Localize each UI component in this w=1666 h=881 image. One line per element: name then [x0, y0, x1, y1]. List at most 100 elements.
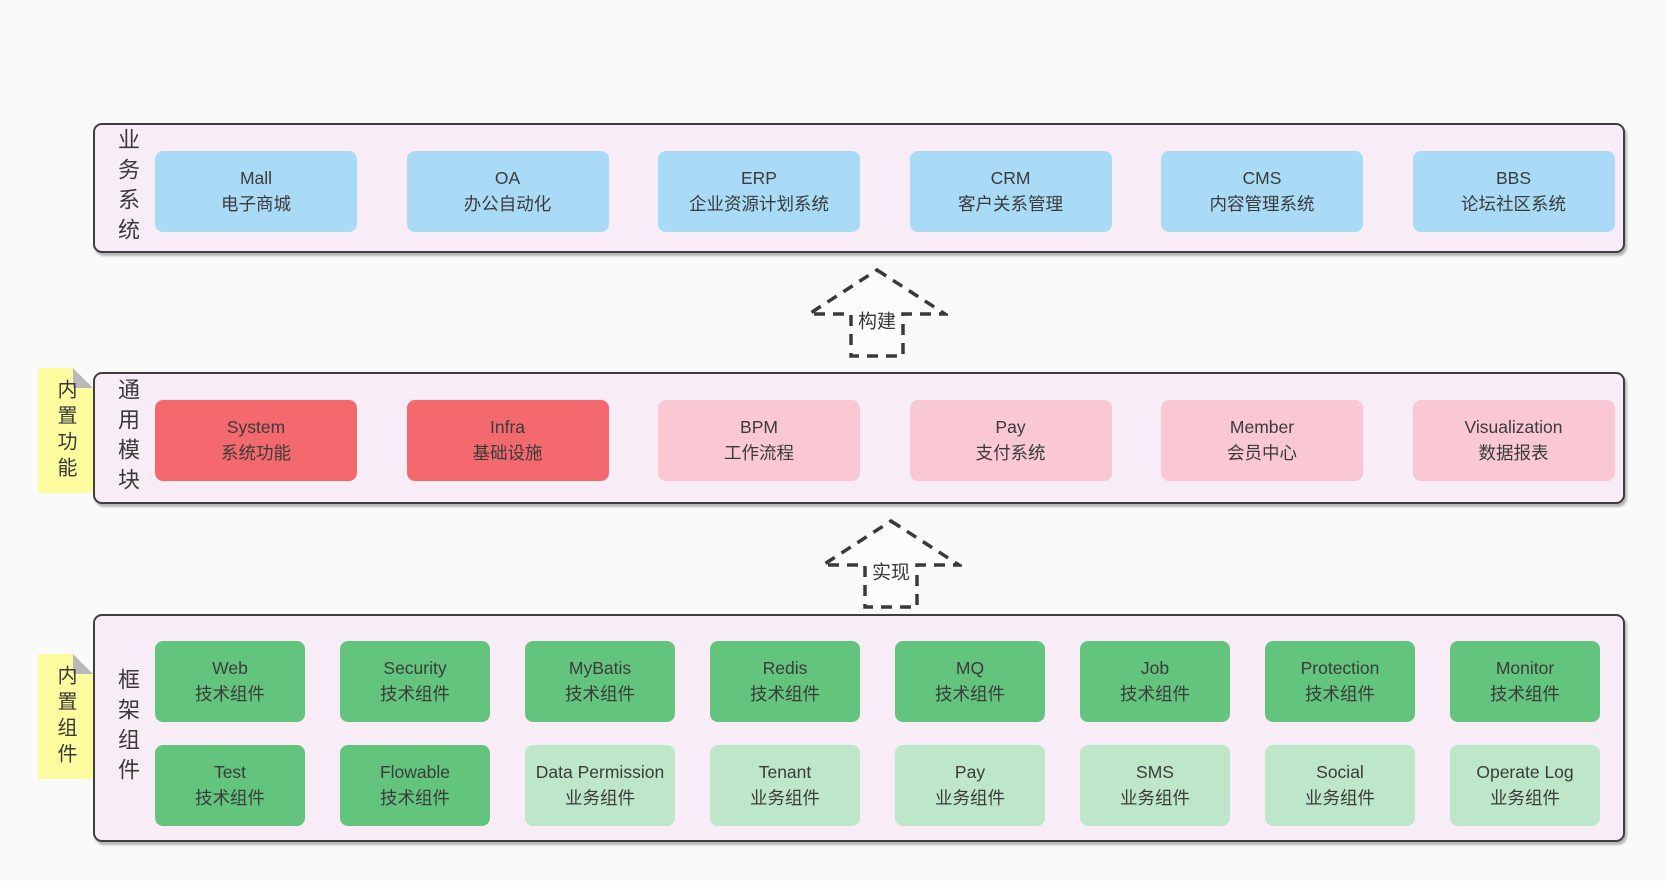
box-subtitle: 技术组件: [750, 683, 820, 704]
sticky-note-built-in-features: 内置功能: [38, 368, 93, 493]
box-subtitle: 技术组件: [565, 683, 635, 704]
box-member: Member 会员中心: [1161, 400, 1363, 481]
box-subtitle: 办公自动化: [463, 193, 552, 214]
box-title: Pay: [995, 417, 1026, 438]
box-sms: SMS 业务组件: [1080, 745, 1230, 826]
sticky-note-built-in-components: 内置组件: [38, 654, 93, 779]
note-label: 内置功能: [54, 378, 76, 483]
box-title: BPM: [740, 417, 778, 438]
box-subtitle: 业务组件: [750, 787, 820, 808]
box-subtitle: 技术组件: [935, 683, 1005, 704]
box-crm: CRM 客户关系管理: [909, 151, 1112, 232]
arrow-label: 实现: [868, 557, 914, 585]
box-cms: CMS 内容管理系统: [1161, 151, 1363, 232]
modules-box-row: System 系统功能 Infra 基础设施 BPM 工作流程 Pay 支付系统…: [155, 400, 1615, 481]
box-title: Data Permission: [535, 762, 665, 783]
box-security: Security 技术组件: [340, 641, 490, 722]
box-subtitle: 业务组件: [1120, 787, 1190, 808]
box-subtitle: 电子商城: [221, 193, 291, 214]
box-title: Security: [383, 658, 447, 679]
box-title: Social: [1316, 762, 1364, 783]
section-common-modules: 通用模块 System 系统功能 Infra 基础设施 BPM 工作流程 Pay…: [93, 372, 1625, 504]
box-subtitle: 基础设施: [472, 442, 543, 463]
box-title: SMS: [1136, 762, 1174, 783]
box-subtitle: 技术组件: [195, 787, 265, 808]
box-subtitle: 客户关系管理: [958, 193, 1063, 214]
box-flowable: Flowable 技术组件: [340, 745, 490, 826]
box-subtitle: 技术组件: [380, 787, 450, 808]
business-box-row: Mall 电子商城 OA 办公自动化 ERP 企业资源计划系统 CRM 客户关系…: [155, 151, 1615, 232]
box-subtitle: 业务组件: [935, 787, 1005, 808]
box-title: Monitor: [1495, 658, 1555, 679]
box-title: ERP: [741, 168, 777, 189]
box-subtitle: 会员中心: [1227, 442, 1297, 463]
box-subtitle: 技术组件: [1120, 683, 1190, 704]
box-title: Job: [1140, 658, 1170, 679]
box-title: Test: [213, 762, 247, 783]
box-tenant: Tenant 业务组件: [710, 745, 860, 826]
box-title: Protection: [1300, 658, 1380, 679]
box-subtitle: 技术组件: [1305, 683, 1375, 704]
note-label: 内置组件: [54, 664, 76, 769]
box-subtitle: 技术组件: [195, 683, 265, 704]
box-title: Operate Log: [1476, 762, 1574, 783]
box-bpm: BPM 工作流程: [658, 400, 860, 481]
box-subtitle: 系统功能: [221, 442, 291, 463]
section-label-business: 业务系统: [115, 128, 140, 248]
box-title: OA: [494, 168, 521, 189]
arrow-label: 构建: [854, 306, 900, 334]
box-title: Flowable: [379, 762, 451, 783]
box-protection: Protection 技术组件: [1265, 641, 1415, 722]
box-subtitle: 数据报表: [1478, 442, 1549, 463]
box-title: Mall: [239, 168, 273, 189]
box-visualization: Visualization 数据报表: [1412, 400, 1615, 481]
box-erp: ERP 企业资源计划系统: [658, 151, 860, 232]
box-title: Redis: [762, 658, 808, 679]
box-subtitle: 支付系统: [975, 442, 1046, 463]
box-subtitle: 内容管理系统: [1209, 193, 1315, 214]
box-title: CRM: [990, 168, 1031, 189]
box-pay-module: Pay 支付系统: [909, 400, 1112, 481]
box-title: MyBatis: [568, 658, 632, 679]
box-test: Test 技术组件: [155, 745, 305, 826]
box-title: Tenant: [758, 762, 812, 783]
box-monitor: Monitor 技术组件: [1450, 641, 1600, 722]
box-web: Web 技术组件: [155, 641, 305, 722]
box-job: Job 技术组件: [1080, 641, 1230, 722]
box-social: Social 业务组件: [1265, 745, 1415, 826]
box-mq: MQ 技术组件: [895, 641, 1045, 722]
box-title: Visualization: [1464, 417, 1563, 438]
box-subtitle: 技术组件: [1490, 683, 1560, 704]
box-title: Web: [212, 658, 248, 679]
framework-box-row-1: Web 技术组件 Security 技术组件 MyBatis 技术组件 Redi…: [155, 641, 1600, 722]
box-subtitle: 业务组件: [1305, 787, 1375, 808]
box-mybatis: MyBatis 技术组件: [525, 641, 675, 722]
framework-box-row-2: Test 技术组件 Flowable 技术组件 Data Permission …: [155, 745, 1600, 826]
arrow-implement: 实现: [820, 518, 962, 610]
box-subtitle: 业务组件: [565, 787, 635, 808]
box-title: Pay: [954, 762, 986, 783]
box-title: System: [226, 417, 286, 438]
box-title: Member: [1229, 417, 1295, 438]
box-title: Infra: [489, 417, 526, 438]
box-subtitle: 企业资源计划系统: [689, 193, 829, 214]
section-framework-components: 框架组件 Web 技术组件 Security 技术组件 MyBatis 技术组件…: [93, 614, 1625, 842]
box-title: CMS: [1242, 168, 1282, 189]
box-infra: Infra 基础设施: [406, 400, 609, 481]
section-business-systems: 业务系统 Mall 电子商城 OA 办公自动化 ERP 企业资源计划系统 CRM…: [93, 123, 1625, 253]
box-operate-log: Operate Log 业务组件: [1450, 745, 1600, 826]
box-subtitle: 业务组件: [1490, 787, 1560, 808]
box-bbs: BBS 论坛社区系统: [1412, 151, 1615, 232]
box-subtitle: 论坛社区系统: [1461, 193, 1566, 214]
box-oa: OA 办公自动化: [406, 151, 609, 232]
box-redis: Redis 技术组件: [710, 641, 860, 722]
box-subtitle: 工作流程: [724, 442, 794, 463]
box-mall: Mall 电子商城: [155, 151, 357, 232]
arrow-build: 构建: [806, 267, 948, 359]
box-system: System 系统功能: [155, 400, 357, 481]
box-data-permission: Data Permission 业务组件: [525, 745, 675, 826]
section-label-framework: 框架组件: [115, 668, 140, 788]
box-title: MQ: [955, 658, 985, 679]
box-pay-component: Pay 业务组件: [895, 745, 1045, 826]
section-label-modules: 通用模块: [115, 378, 140, 498]
